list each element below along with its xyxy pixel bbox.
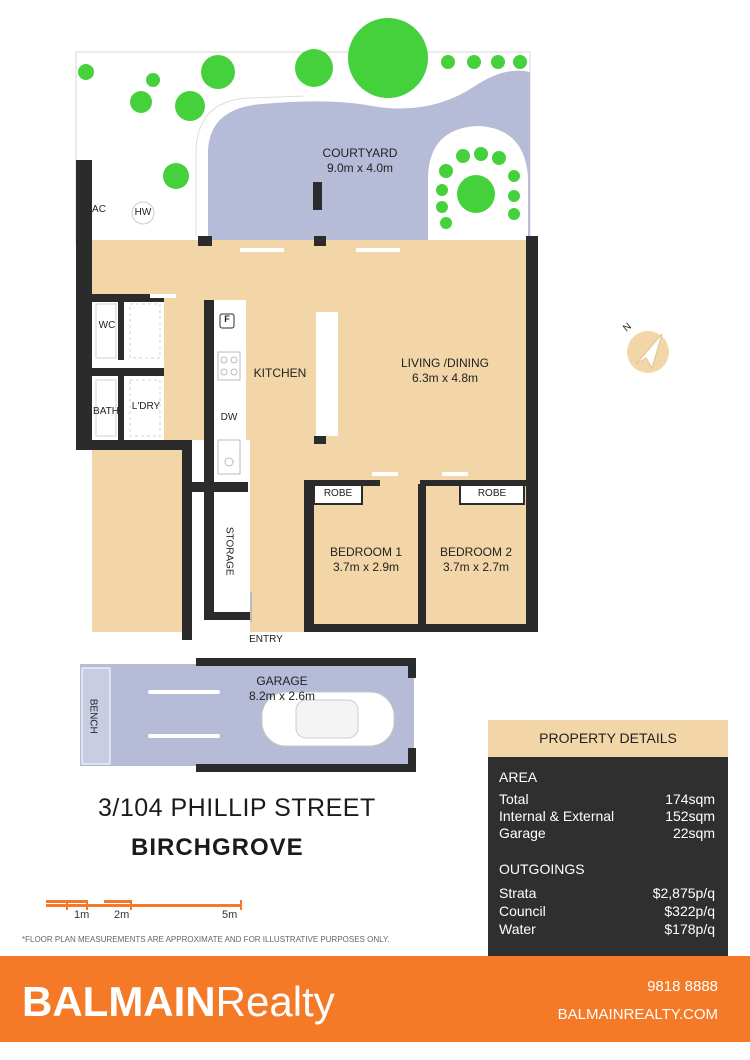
outgoings-row-value: $322p/q bbox=[664, 903, 715, 919]
bedroom-2-name: BEDROOM 2 bbox=[439, 545, 512, 559]
kitchen-label: KITCHEN bbox=[253, 366, 307, 380]
outgoings-row-council: Council $322p/q bbox=[499, 903, 715, 919]
area-row-internal-external: Internal & External 152sqm bbox=[499, 808, 715, 824]
fridge-label: F bbox=[224, 314, 230, 324]
area-title: AREA bbox=[499, 769, 538, 785]
courtyard-name: COURTYARD bbox=[322, 146, 398, 160]
address-suburb: BIRCHGROVE bbox=[131, 834, 304, 861]
property-details-title: PROPERTY DETAILS bbox=[488, 720, 728, 757]
garage-name: GARAGE bbox=[256, 674, 308, 688]
trees bbox=[78, 18, 527, 229]
cooktop-icon bbox=[217, 351, 241, 381]
living-size: 6.3m x 4.8m bbox=[411, 371, 479, 385]
agency-logo-bold: BALMAIN bbox=[22, 978, 216, 1025]
car-outline bbox=[261, 691, 395, 747]
path-edge bbox=[195, 95, 306, 236]
bedroom-2-label: BEDROOM 2 3.7m x 2.7m bbox=[424, 545, 528, 575]
disclaimer-text: *FLOOR PLAN MEASUREMENTS ARE APPROXIMATE… bbox=[22, 935, 390, 944]
laundry-label: L'DRY bbox=[131, 401, 161, 412]
wc-label: WC bbox=[98, 320, 116, 331]
living-label: LIVING /DINING 6.3m x 4.8m bbox=[375, 356, 515, 386]
robe-2-label: ROBE bbox=[477, 488, 507, 499]
floor-plan bbox=[46, 18, 669, 910]
courtyard-size: 9.0m x 4.0m bbox=[326, 161, 394, 175]
bedroom-1-label: BEDROOM 1 3.7m x 2.9m bbox=[312, 545, 420, 575]
bench-area bbox=[81, 667, 111, 765]
bicycle-icons bbox=[148, 690, 220, 738]
storage-label: STORAGE bbox=[223, 526, 235, 576]
bedroom-2-floor bbox=[428, 484, 528, 624]
bedroom-1-name: BEDROOM 1 bbox=[329, 545, 402, 559]
outgoings-row-value: $2,875p/q bbox=[652, 885, 715, 901]
bedroom-1-size: 3.7m x 2.9m bbox=[332, 560, 400, 574]
fridge-box bbox=[219, 313, 235, 329]
area-row-label: Garage bbox=[499, 825, 546, 841]
agency-logo-light: Realty bbox=[215, 978, 335, 1025]
garage-walls bbox=[196, 658, 416, 772]
area-row-label: Total bbox=[499, 791, 529, 807]
agency-phone: 9818 8888 bbox=[647, 978, 718, 995]
courtyard-label: COURTYARD 9.0m x 4.0m bbox=[300, 146, 420, 176]
wet-area-detail bbox=[95, 303, 161, 437]
compass bbox=[627, 331, 669, 373]
bath-label: BATH bbox=[93, 406, 119, 417]
robe-1-label: ROBE bbox=[323, 488, 353, 499]
area-row-value: 174sqm bbox=[665, 791, 715, 807]
island-bench bbox=[316, 312, 338, 436]
bedroom-2-size: 3.7m x 2.7m bbox=[442, 560, 510, 574]
entry-door bbox=[250, 592, 252, 622]
outgoings-row-label: Water bbox=[499, 921, 536, 937]
living-name: LIVING /DINING bbox=[400, 356, 489, 370]
entry-label: ENTRY bbox=[249, 634, 283, 645]
hw-label: HW bbox=[134, 207, 152, 218]
walls bbox=[76, 160, 538, 640]
agency-logo: BALMAINRealty bbox=[22, 978, 335, 1026]
scale-bar bbox=[46, 900, 242, 910]
garage-size: 8.2m x 2.6m bbox=[248, 689, 316, 703]
hot-water-unit bbox=[131, 201, 155, 225]
area-row-total: Total 174sqm bbox=[499, 791, 715, 807]
outgoings-row-water: Water $178p/q bbox=[499, 921, 715, 937]
area-row-garage: Garage 22sqm bbox=[499, 825, 715, 841]
dishwasher-label: DW bbox=[220, 412, 238, 423]
storage-cupboard bbox=[218, 494, 248, 612]
scale-label-2m: 2m bbox=[114, 909, 130, 921]
outgoings-row-strata: Strata $2,875p/q bbox=[499, 885, 715, 901]
scale-label-5m: 5m bbox=[222, 909, 238, 921]
outgoings-title: OUTGOINGS bbox=[499, 861, 585, 877]
area-row-value: 22sqm bbox=[672, 825, 715, 841]
ac-label: AC bbox=[92, 204, 106, 215]
property-details-panel: PROPERTY DETAILS AREA Total 174sqm Inter… bbox=[488, 720, 728, 956]
agency-website[interactable]: BALMAINREALTY.COM bbox=[557, 1006, 718, 1023]
bedroom-1-floor bbox=[312, 484, 420, 624]
area-row-label: Internal & External bbox=[499, 808, 615, 824]
garage-label: GARAGE 8.2m x 2.6m bbox=[220, 674, 344, 704]
area-row-value: 152sqm bbox=[665, 808, 715, 824]
outgoings-row-value: $178p/q bbox=[664, 921, 715, 937]
agency-footer: BALMAINRealty 9818 8888 BALMAINREALTY.CO… bbox=[0, 956, 750, 1042]
windows bbox=[150, 248, 468, 476]
address-street: 3/104 PHILLIP STREET bbox=[98, 794, 376, 822]
outgoings-row-label: Council bbox=[499, 903, 546, 919]
scale-label-1m: 1m bbox=[74, 909, 90, 921]
bench-label: BENCH bbox=[87, 698, 99, 734]
sink-icon bbox=[217, 439, 241, 475]
outgoings-row-label: Strata bbox=[499, 885, 537, 901]
